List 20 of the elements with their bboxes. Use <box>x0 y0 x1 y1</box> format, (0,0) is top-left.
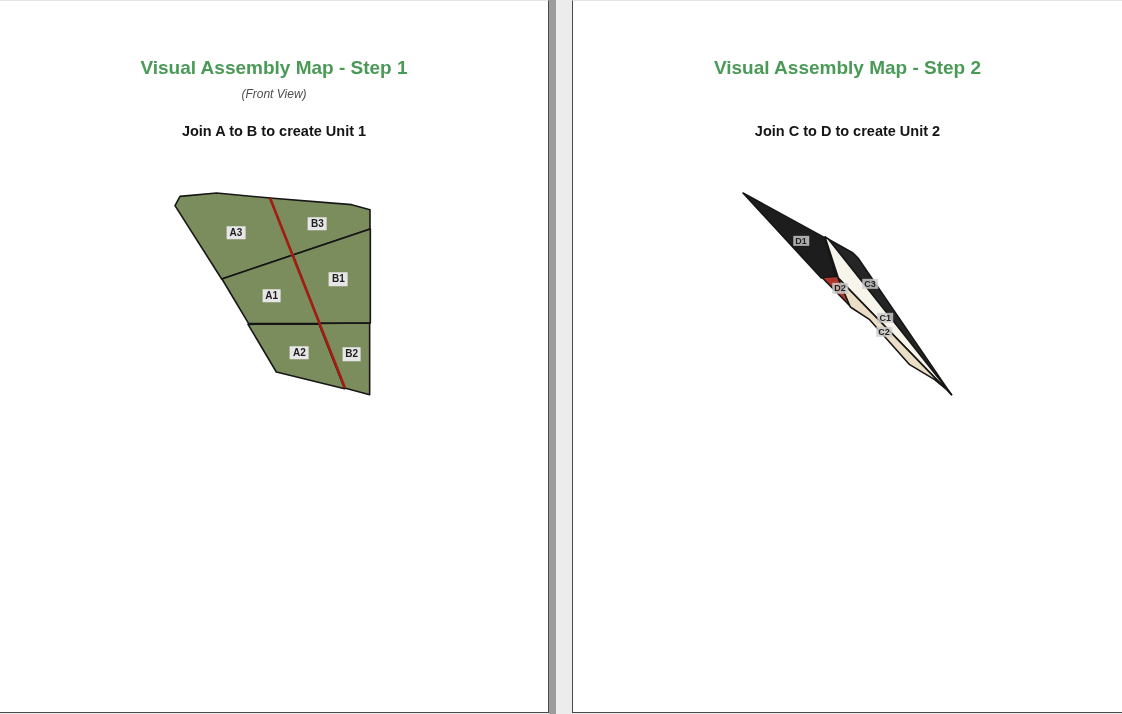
fabric-piece <box>837 277 946 390</box>
step-instruction: Join A to B to create Unit 1 <box>181 123 367 141</box>
fabric-piece <box>291 228 371 325</box>
page-sheet <box>572 0 1122 713</box>
step-instruction: Join C to D to create Unit 2 <box>754 123 941 141</box>
piece-label: B1 <box>328 272 348 287</box>
page-title: Visual Assembly Map - Step 2 <box>713 57 982 80</box>
page-title: Visual Assembly Map - Step 1 <box>140 57 408 80</box>
piece-label: C3 <box>862 278 878 290</box>
piece-label: B3 <box>307 217 327 231</box>
fabric-piece <box>318 322 371 396</box>
fabric-piece <box>174 192 294 281</box>
piece-label: A1 <box>262 289 282 303</box>
piece-label: D2 <box>832 283 848 294</box>
piece-label: D1 <box>793 235 809 247</box>
page-sheet <box>0 0 549 713</box>
view-note: (Front View) <box>241 87 307 102</box>
piece-label: B2 <box>342 347 362 362</box>
piece-label: C2 <box>876 326 892 338</box>
piece-label: C1 <box>877 312 894 323</box>
